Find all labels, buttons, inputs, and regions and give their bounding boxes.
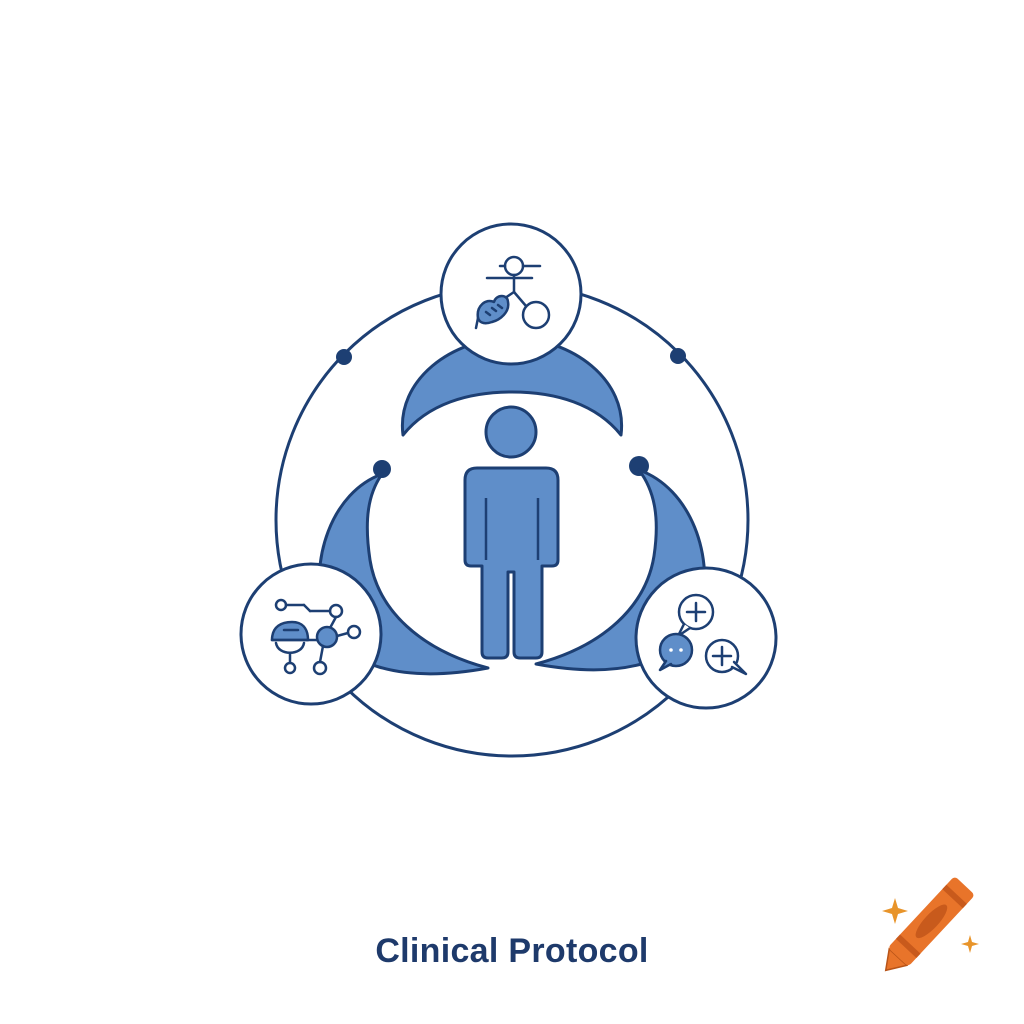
medical-chat-bubbles-icon xyxy=(658,593,748,676)
node-left xyxy=(239,562,383,706)
diagram-caption: Clinical Protocol xyxy=(375,932,649,970)
node-top xyxy=(439,222,583,366)
node-right xyxy=(634,566,778,710)
person-icon xyxy=(463,405,560,660)
connector-dot-mid-left xyxy=(373,460,391,478)
connector-dot-top-left xyxy=(336,349,352,365)
connector-dot-top-right xyxy=(670,348,686,364)
person-with-bicycle-icon xyxy=(474,255,551,330)
molecule-network-icon xyxy=(270,598,362,676)
crescent-top xyxy=(400,336,624,437)
